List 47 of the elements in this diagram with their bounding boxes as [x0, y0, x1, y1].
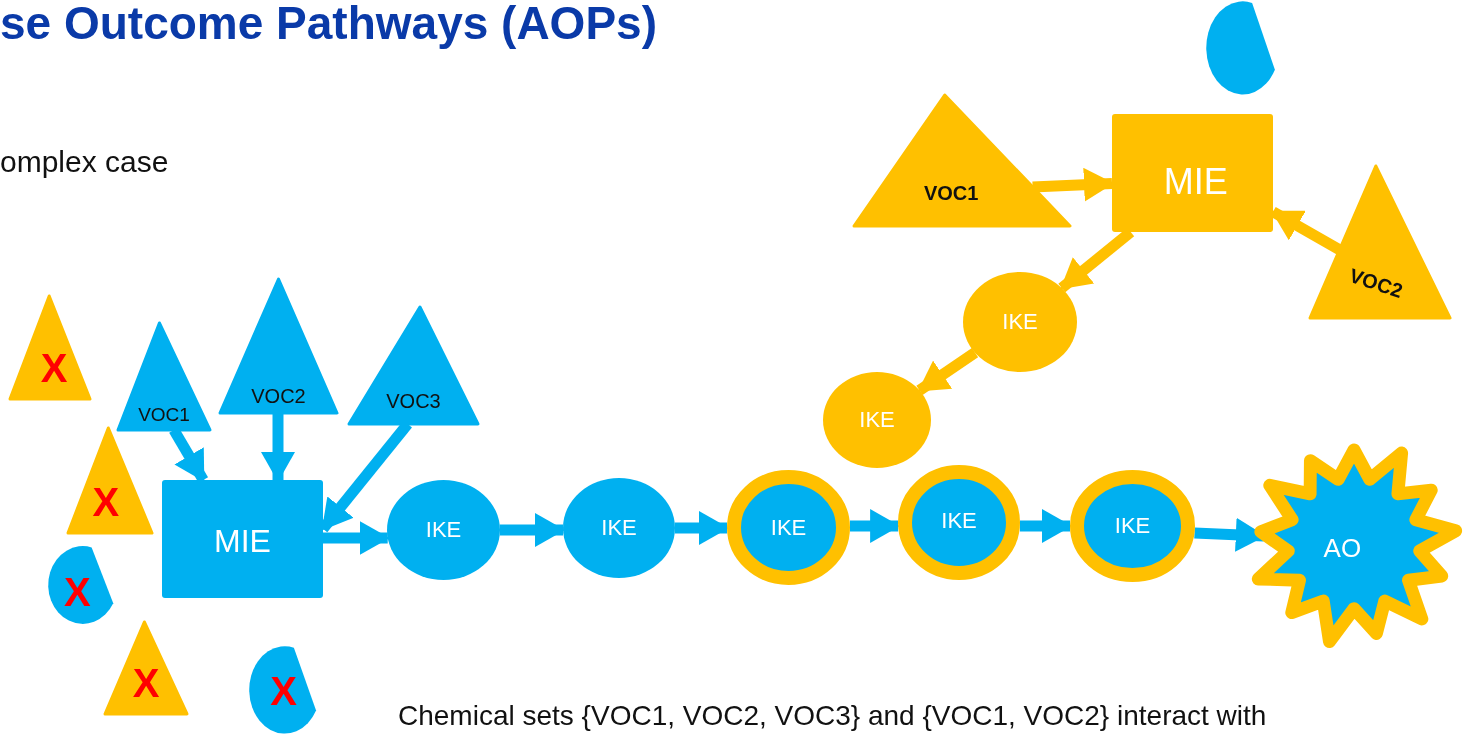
- ringed-ellipse: [898, 465, 1020, 580]
- node-label: VOC2: [1346, 265, 1405, 301]
- cross-mark: X: [63, 571, 91, 612]
- cross-mark: X: [270, 670, 297, 711]
- triangle-node: [1310, 166, 1450, 318]
- ringed-ellipse: [727, 470, 850, 585]
- block-arrow: [1032, 167, 1114, 202]
- triangle-node: [10, 296, 90, 399]
- node-label: IKE: [770, 516, 807, 539]
- triangle-node: [854, 95, 1070, 226]
- subtitle-text: omplex case: [0, 145, 169, 179]
- event-box: [1112, 114, 1273, 232]
- block-arrow: [500, 513, 565, 547]
- block-arrow: [916, 348, 979, 395]
- triangle-node: [105, 622, 187, 714]
- node-label: MIE: [214, 525, 271, 558]
- event-ellipse: [823, 372, 931, 468]
- event-ellipse: [963, 272, 1077, 372]
- cross-mark: X: [92, 481, 120, 522]
- triangle-node: [68, 428, 152, 533]
- ringed-ellipse: [1070, 470, 1195, 582]
- node-label: IKE: [425, 519, 462, 541]
- block-arrow: [323, 521, 390, 555]
- cross-mark: X: [40, 348, 68, 389]
- slide-title: se Outcome Pathways (AOPs): [0, 0, 657, 50]
- block-arrow: [1019, 509, 1072, 543]
- node-label: IKE: [1114, 515, 1151, 537]
- triangle-node: [220, 279, 337, 413]
- block-arrow: [261, 413, 295, 482]
- node-label: VOC3: [386, 390, 441, 411]
- node-label: VOC1: [923, 183, 979, 204]
- block-arrow: [675, 511, 729, 545]
- node-label: MIE: [1163, 164, 1228, 201]
- triangle-node: [349, 307, 478, 424]
- node-label: IKE: [1002, 311, 1038, 333]
- caption-text: Chemical sets {VOC1, VOC2, VOC3} and {VOC1, VOC2} interact with: [398, 700, 1267, 732]
- node-label: AO: [1323, 534, 1362, 561]
- node-label: VOC2: [251, 385, 306, 406]
- cross-mark: X: [132, 662, 160, 703]
- node-label: IKE: [601, 517, 637, 539]
- triangle-node: [118, 323, 210, 430]
- node-label: IKE: [941, 510, 977, 533]
- node-label: VOC1: [138, 404, 190, 424]
- event-ellipse: [563, 478, 675, 578]
- event-box: [162, 480, 323, 598]
- event-ellipse: [387, 480, 500, 580]
- node-label: IKE: [859, 409, 895, 431]
